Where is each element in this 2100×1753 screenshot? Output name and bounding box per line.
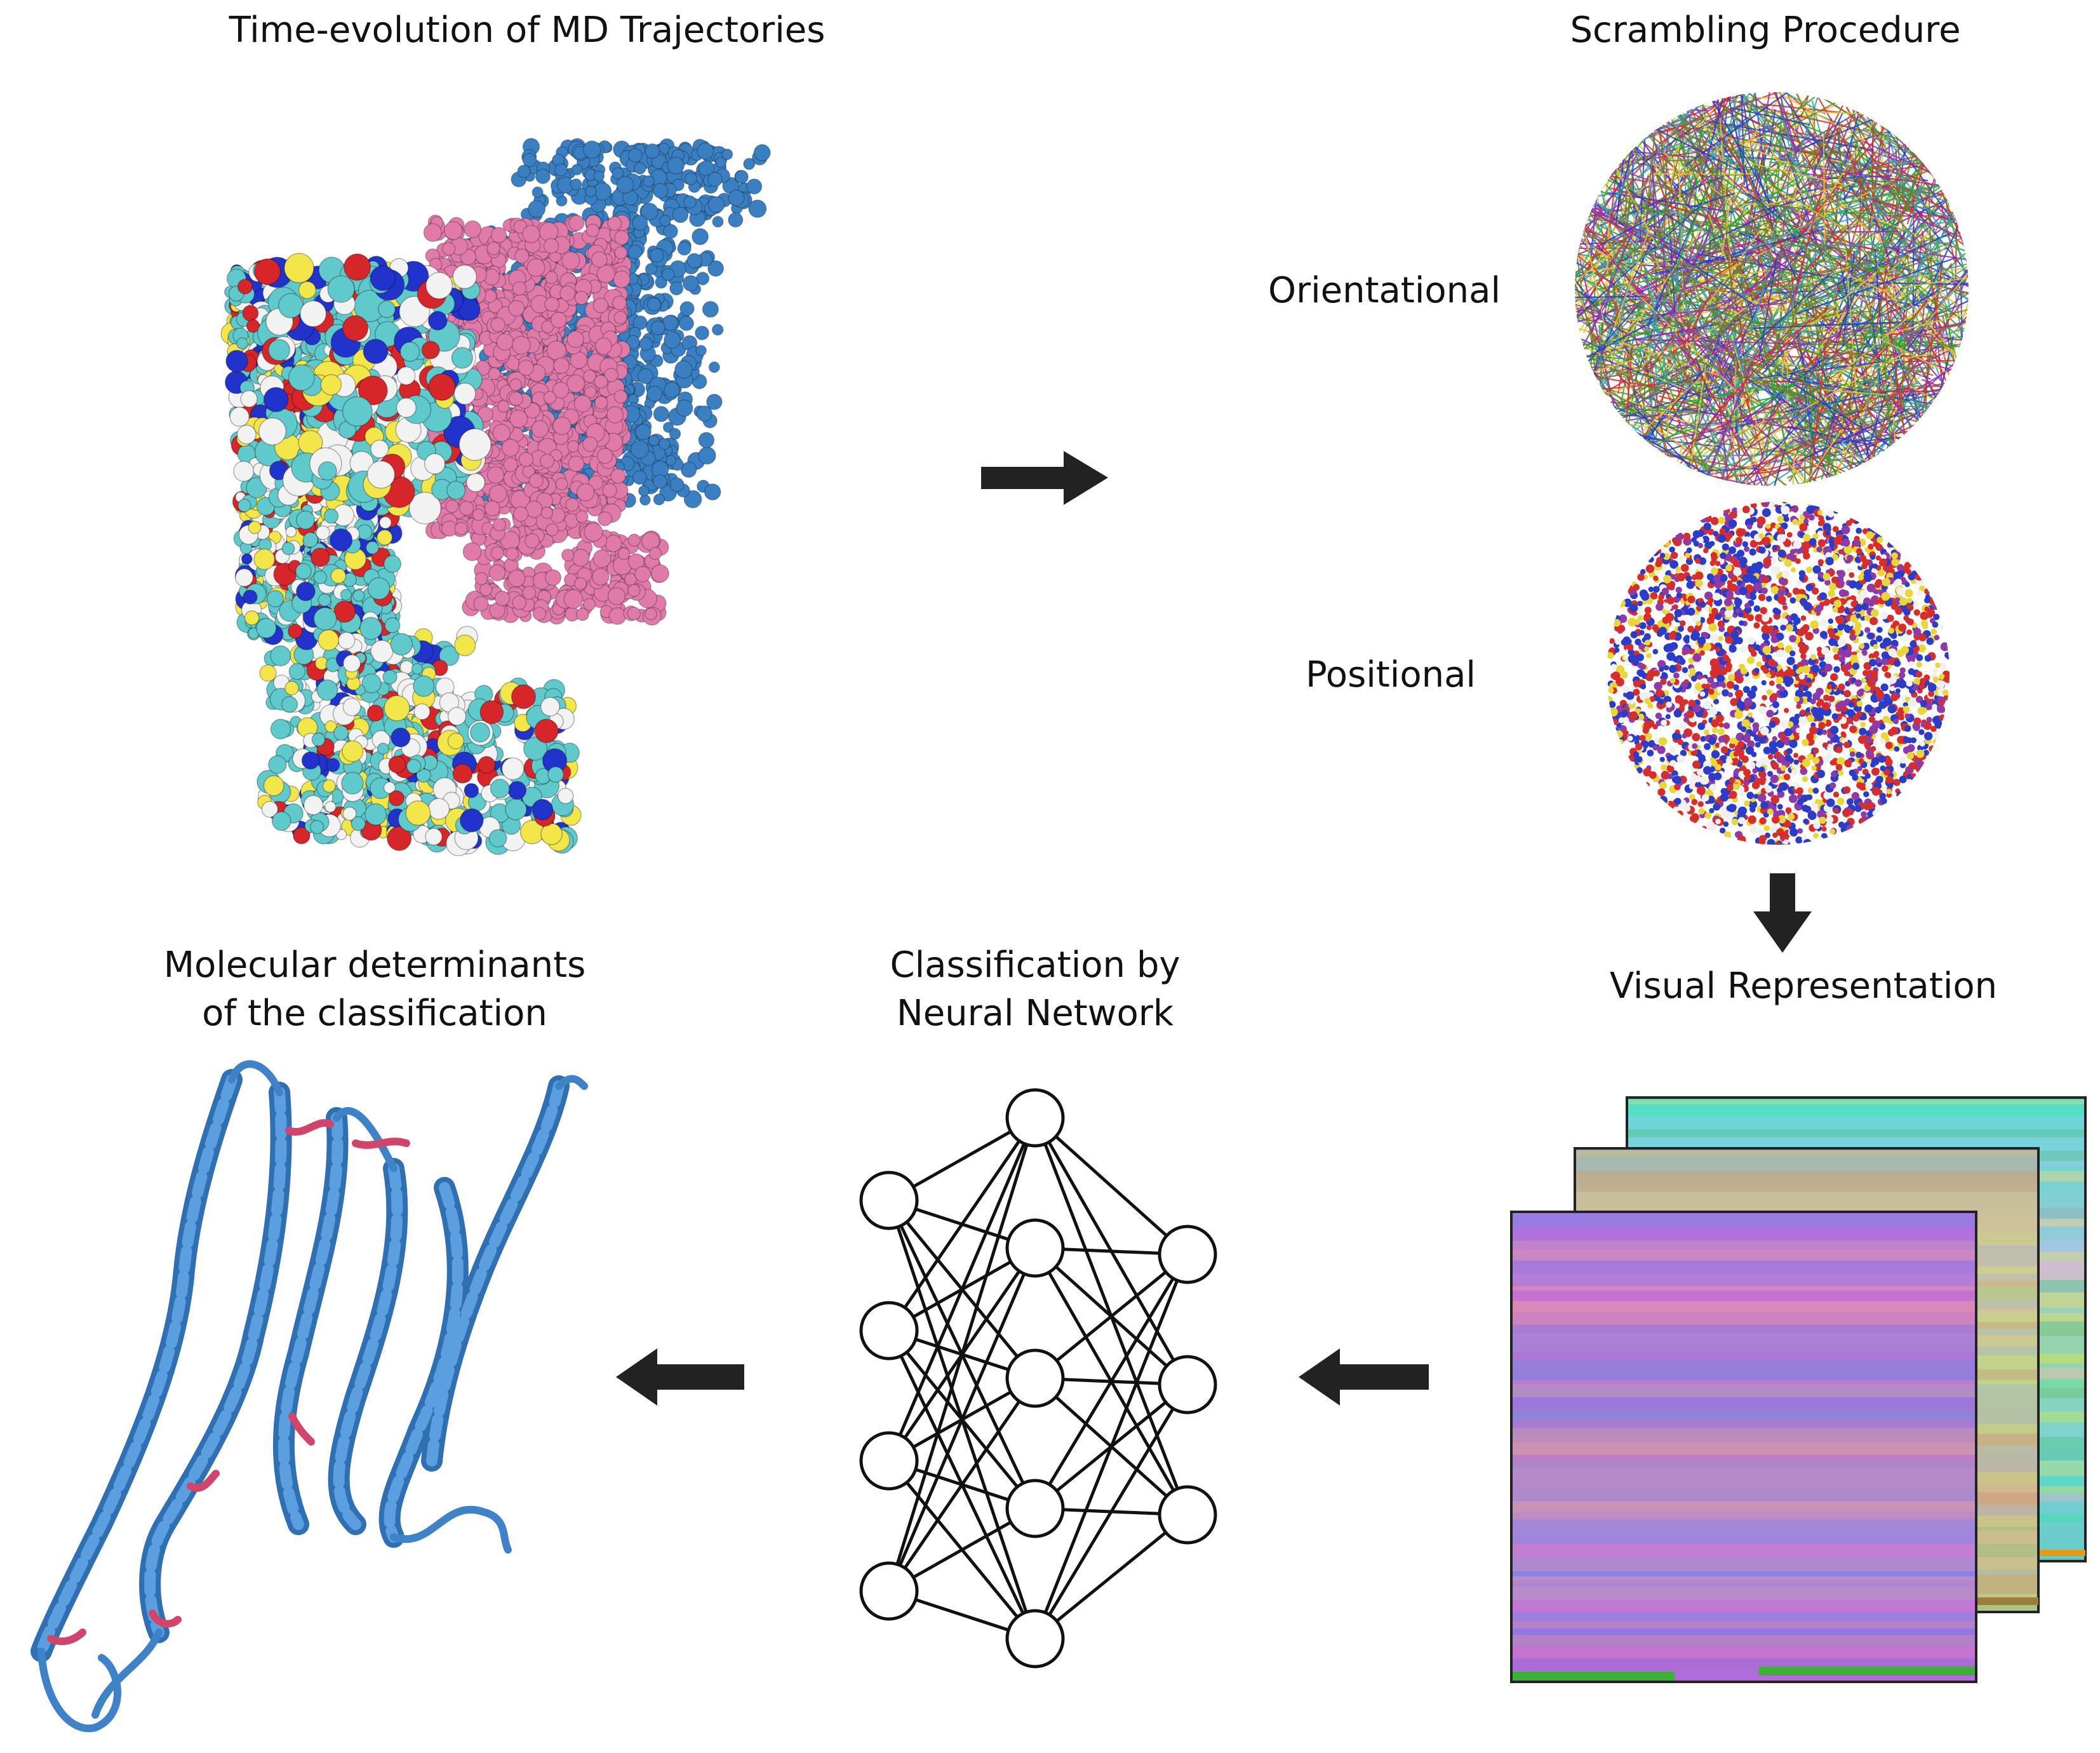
molecular-determinants-ribbon [30, 1060, 588, 1733]
visual-representation-stack [1510, 1096, 2087, 1683]
md-trajectories-title: Time-evolution of MD Trajectories [229, 10, 826, 51]
arrow-left-middle-panel [616, 1348, 744, 1406]
arrow-down [1753, 873, 1812, 953]
nn-node-layer0-0 [859, 1171, 919, 1230]
scrambling-procedure-title: Scrambling Procedure [1570, 10, 1961, 51]
arrow-right [981, 451, 1108, 505]
neural-network-title-line2: Neural Network [896, 993, 1174, 1034]
nn-node-layer1-3 [1005, 1479, 1065, 1538]
nn-node-layer1-2 [1005, 1348, 1065, 1408]
nn-node-layer1-4 [1005, 1609, 1065, 1669]
neural-network-title-line1: Classification by [890, 944, 1180, 986]
orientational-sphere [1575, 92, 1969, 486]
positional-sphere [1607, 502, 1950, 845]
nn-node-layer0-3 [859, 1561, 919, 1621]
nn-node-layer1-1 [1005, 1218, 1065, 1278]
arrow-left-right-panel [1299, 1348, 1429, 1406]
positional-label: Positional [1306, 654, 1476, 695]
image-front [1510, 1211, 1977, 1683]
neural-network-diagram [859, 1088, 1217, 1669]
nn-node-layer0-1 [859, 1301, 919, 1360]
nn-node-layer1-0 [1005, 1088, 1065, 1148]
molecular-determinants-title: Molecular determinants of the classifica… [127, 941, 622, 1038]
nn-node-layer0-2 [859, 1431, 919, 1491]
nn-node-layer2-2 [1158, 1485, 1217, 1545]
md-trajectory-molecule [220, 138, 771, 857]
neural-network-title: Classification by Neural Network [832, 941, 1238, 1038]
nn-node-layer2-1 [1158, 1355, 1217, 1414]
molecular-determinants-title-line1: Molecular determinants [163, 944, 586, 986]
molecular-determinants-title-line2: of the classification [202, 993, 547, 1034]
neural-network-nodes [859, 1088, 1217, 1669]
orientational-label: Orientational [1267, 270, 1501, 311]
visual-representation-title: Visual Representation [1609, 965, 1998, 1007]
neural-network-edges [887, 1116, 1189, 1641]
nn-node-layer2-0 [1158, 1225, 1217, 1284]
protein-atoms [220, 253, 582, 857]
